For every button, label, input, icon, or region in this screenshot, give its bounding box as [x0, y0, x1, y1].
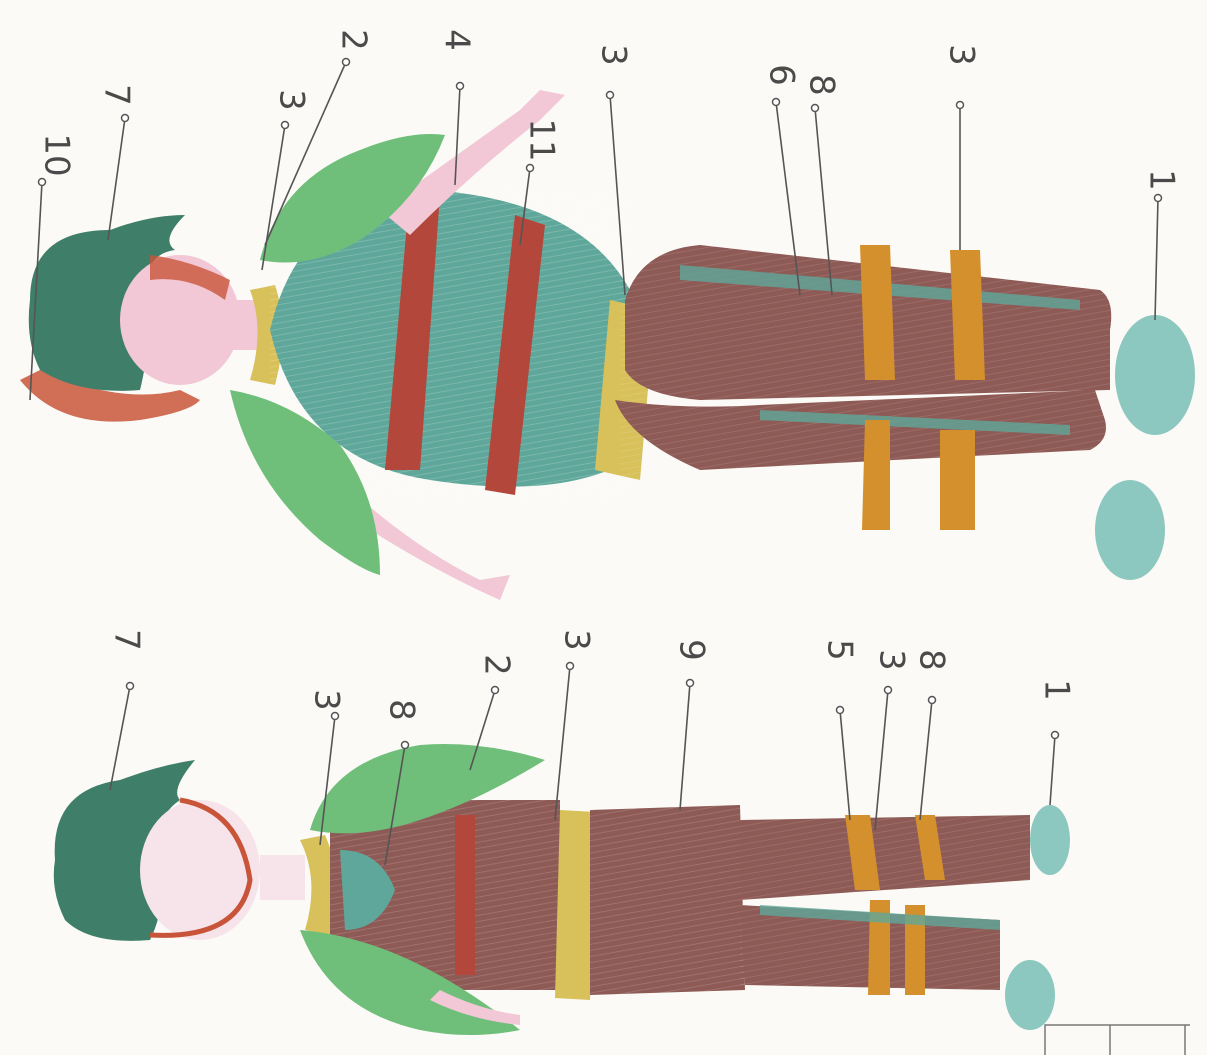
- callout-dot: [773, 99, 780, 106]
- callout-number: 3: [872, 649, 912, 671]
- callout-number: 1: [1142, 169, 1182, 191]
- callout-number: 3: [557, 629, 597, 651]
- callout-number: 2: [477, 654, 517, 676]
- boot: [1005, 960, 1055, 1030]
- callout-dot: [457, 83, 464, 90]
- callout-dot: [127, 683, 134, 690]
- leg-band: [860, 245, 895, 380]
- callout-dot: [402, 742, 409, 749]
- callout-dot: [1155, 195, 1162, 202]
- callout-dot: [343, 59, 350, 66]
- leg-band: [940, 430, 975, 530]
- callout-dot: [885, 687, 892, 694]
- callout-number: 7: [107, 629, 147, 651]
- callout-number: 4: [437, 29, 477, 51]
- callout-number: 3: [272, 89, 312, 111]
- callout-number: 9: [672, 639, 712, 661]
- callout-dot: [282, 122, 289, 129]
- callout-dot: [332, 713, 339, 720]
- face: [140, 800, 260, 940]
- leg-band: [862, 420, 890, 530]
- callout-dot: [122, 115, 129, 122]
- neck: [260, 855, 305, 900]
- callout-number: 2: [334, 29, 374, 51]
- callout-dot: [607, 92, 614, 99]
- callout-dot: [929, 697, 936, 704]
- callout-number: 11: [522, 118, 562, 161]
- leg-band: [950, 250, 985, 380]
- callout-dot: [837, 707, 844, 714]
- callout-dot: [39, 179, 46, 186]
- callout-dot: [527, 165, 534, 172]
- callout-dot: [1052, 732, 1059, 739]
- callout-number: 10: [37, 133, 77, 176]
- callout-dot: [492, 687, 499, 694]
- callout-number: 3: [307, 689, 347, 711]
- callout-dot: [567, 663, 574, 670]
- callout-number: 1: [1037, 679, 1077, 701]
- belt: [555, 810, 595, 1000]
- callout-dot: [957, 102, 964, 109]
- callout-number: 7: [97, 84, 137, 106]
- callout-number: 8: [382, 699, 422, 721]
- callout-dot: [687, 680, 694, 687]
- callout-number: 3: [594, 44, 634, 66]
- boot: [1030, 805, 1070, 875]
- callout-number: 8: [912, 649, 952, 671]
- callout-number: 6: [762, 64, 802, 86]
- tunic-stripe: [455, 815, 475, 975]
- callout-dot: [812, 105, 819, 112]
- boot: [1095, 480, 1165, 580]
- callout-number: 3: [942, 44, 982, 66]
- boot: [1115, 315, 1195, 435]
- callout-number: 8: [802, 74, 842, 96]
- callout-number: 5: [820, 639, 860, 661]
